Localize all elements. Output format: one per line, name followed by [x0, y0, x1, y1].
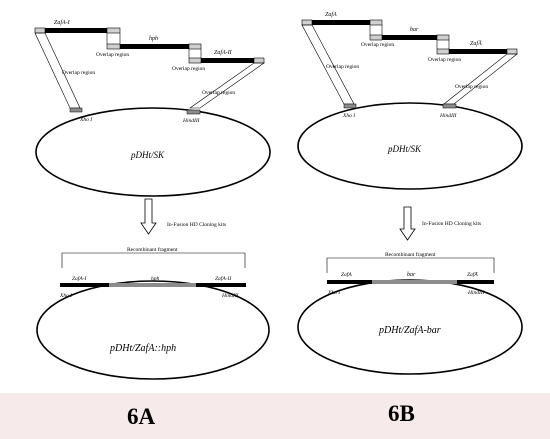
cloning-arrow-a [140, 198, 157, 235]
hph-left-overlap-box [106, 43, 121, 50]
plasmid-b [297, 102, 523, 190]
zafa2-label: ZafA-II [214, 49, 233, 56]
zafa1-left-overlap-box [34, 27, 46, 34]
plasmid-name-b: pDHt/SK [387, 144, 422, 154]
product-hind-label-b: HindIII [467, 290, 486, 296]
product-right-segment-a [196, 283, 246, 287]
product-right-segment-b [457, 280, 494, 284]
zafa2-right-overlap-box-b [506, 48, 518, 55]
zafa2-fragment-bar [201, 58, 254, 63]
zafa2-left-overlap-box-b [436, 48, 450, 55]
overlap-label-2: Overlap region [172, 66, 205, 72]
caption-b: 6B [388, 401, 415, 426]
product-right-label-a: ZafA-II [215, 275, 232, 282]
zafa1-label: ZafA-I [54, 19, 71, 26]
zafa1-right-overlap-box [106, 27, 121, 34]
bar-label: bar [410, 27, 419, 33]
product-left-label-a: ZafA-I [72, 275, 88, 282]
hph-fragment-bar [120, 44, 189, 49]
overlap-label-1: Overlap region [96, 52, 129, 58]
xho-site-label-a: Xho I [79, 117, 93, 123]
product-xho-label-a: Xho I [59, 293, 73, 299]
plasmid-a [35, 107, 271, 197]
recomb-label-b: Recombinant fragment [385, 251, 436, 258]
zafa-label: ZafA [325, 11, 337, 18]
plasmid-name-a: pDHt/SK [130, 150, 165, 160]
xho-site-box-a [69, 107, 83, 113]
panel-b: ZafA bar Overlap region ZafA̅ Overlap re… [297, 11, 523, 426]
product-name-b: pDHt/ZafA-bar [378, 325, 441, 336]
overlap-label-b4: Overlap region [455, 84, 488, 90]
product-mid-label-a: hph [151, 276, 160, 282]
product-left-segment-a [60, 283, 109, 287]
product-xho-label-b: Xho I [327, 290, 341, 296]
bar-left-overlap-box [369, 34, 383, 41]
hph-label: hph [149, 36, 158, 42]
product-left-segment-b [327, 280, 372, 284]
product-right-label-b: ZafA̅ [467, 271, 478, 278]
hph-right-overlap-box [188, 43, 202, 50]
zafa-right-overlap-box [369, 19, 383, 26]
hind-site-box-b [442, 103, 457, 109]
arrow-label-a: In-Fusion HD Cloning kits [167, 222, 226, 228]
product-mid-segment-b [372, 280, 457, 284]
overlap-label-4: Overlap region [202, 90, 235, 96]
overlap-label-b1: Overlap region [361, 42, 394, 48]
overlap-label-b3: Overlap region [326, 64, 359, 70]
zafa-fragment-bar [312, 20, 370, 25]
recomb-bracket-a [61, 252, 246, 268]
product-left-label-b: ZafA [341, 271, 352, 278]
xho-site-label-b: Xho I [342, 113, 356, 119]
bar-right-overlap-box [436, 34, 450, 41]
caption-a: 6A [127, 404, 156, 429]
zafa2-left-overlap-box [188, 57, 202, 64]
product-hind-label-a: HindIII [221, 293, 240, 299]
zafa-left-overlap-box [301, 19, 313, 26]
overlap-label-b2: Overlap region [428, 57, 461, 63]
zafa1-fragment-bar [45, 28, 107, 33]
hind-site-label-a: HindIII [182, 118, 201, 124]
product-name-a: pDHt/ZafA::hph [109, 343, 176, 354]
bar-fragment-bar [382, 35, 437, 40]
product-mid-label-b: bar [407, 272, 416, 278]
hind-site-label-b: HindIII [439, 113, 458, 119]
zafa2-right-overlap-box [253, 57, 265, 64]
right-overlap-strip [189, 62, 265, 109]
recomb-bracket-b [326, 257, 495, 273]
caption-band [0, 393, 550, 439]
arrow-label-b: In-Fusion HD Cloning kits [422, 221, 481, 227]
product-plasmid-a [36, 280, 270, 380]
xho-site-box-b [343, 103, 357, 109]
hind-site-box-a [186, 109, 201, 115]
overlap-label-3: Overlap region [62, 70, 95, 76]
zafa2-fragment-bar-b [449, 49, 507, 54]
recomb-label-a: Recombinant fragment [127, 246, 178, 253]
zafa2-label-b: ZafA̅ [470, 40, 482, 47]
cloning-arrow-b [399, 206, 416, 241]
panel-a: ZafA-I hph Overlap region ZafA-II Overla… [34, 19, 271, 429]
product-mid-segment-a [109, 283, 196, 287]
